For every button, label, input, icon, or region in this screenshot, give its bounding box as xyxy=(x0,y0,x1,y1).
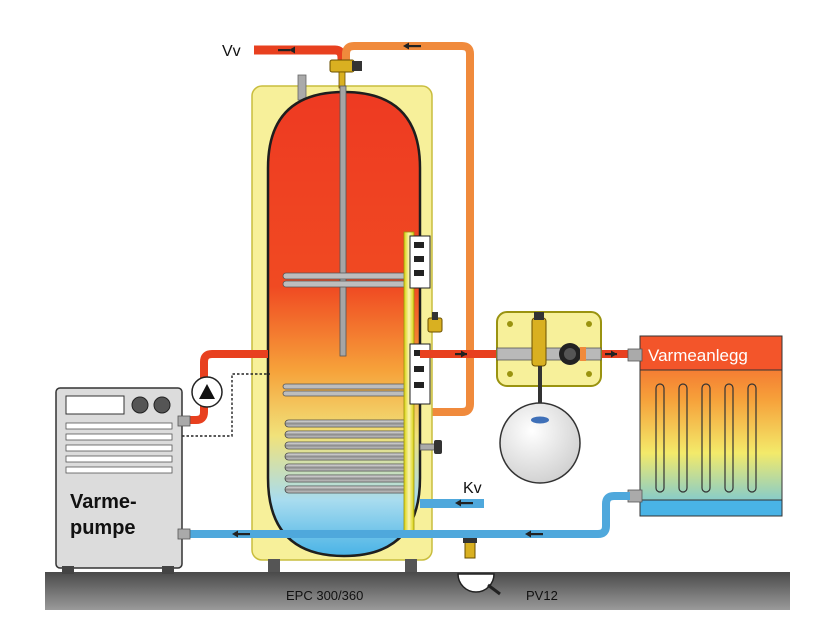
dip-tube xyxy=(339,85,347,357)
heat-exchanger-coil xyxy=(284,419,408,494)
safety-valve xyxy=(427,312,443,333)
air-vent xyxy=(297,74,307,101)
circulation-return-pipe xyxy=(342,42,474,416)
floor xyxy=(45,572,790,610)
bottom-valve xyxy=(463,538,477,559)
cold-water-inlet-pipe xyxy=(420,499,484,508)
heat-pump-label-line2: pumpe xyxy=(70,517,136,539)
sensor-cable xyxy=(182,373,270,437)
lower-immersion-heater xyxy=(282,383,414,397)
tank-model-label: EPC 300/360 xyxy=(286,588,363,603)
radiator xyxy=(627,335,783,517)
hot-water-outlet-pipe xyxy=(254,45,347,66)
heating-system-label: Varmeanlegg xyxy=(648,346,748,365)
heat-pump xyxy=(55,387,191,574)
hot-water-label: Vv xyxy=(222,43,241,60)
thermostat-upper xyxy=(409,235,431,289)
heat-pump-label-line1: Varme- xyxy=(70,491,137,513)
upper-immersion-heater xyxy=(282,272,414,288)
cold-water-label: Kv xyxy=(463,480,482,497)
valve-model-label: PV12 xyxy=(526,588,558,603)
heating-return-pipe xyxy=(180,492,630,538)
magnifier-icon xyxy=(457,573,501,596)
expansion-tank xyxy=(499,402,581,484)
tank-feet xyxy=(268,559,417,572)
circulation-pump xyxy=(191,376,223,408)
mixing-valve-top xyxy=(329,59,362,89)
drain-knob xyxy=(419,440,442,454)
thermostat-lower xyxy=(409,343,431,405)
mixing-shunt-unit xyxy=(496,311,602,406)
